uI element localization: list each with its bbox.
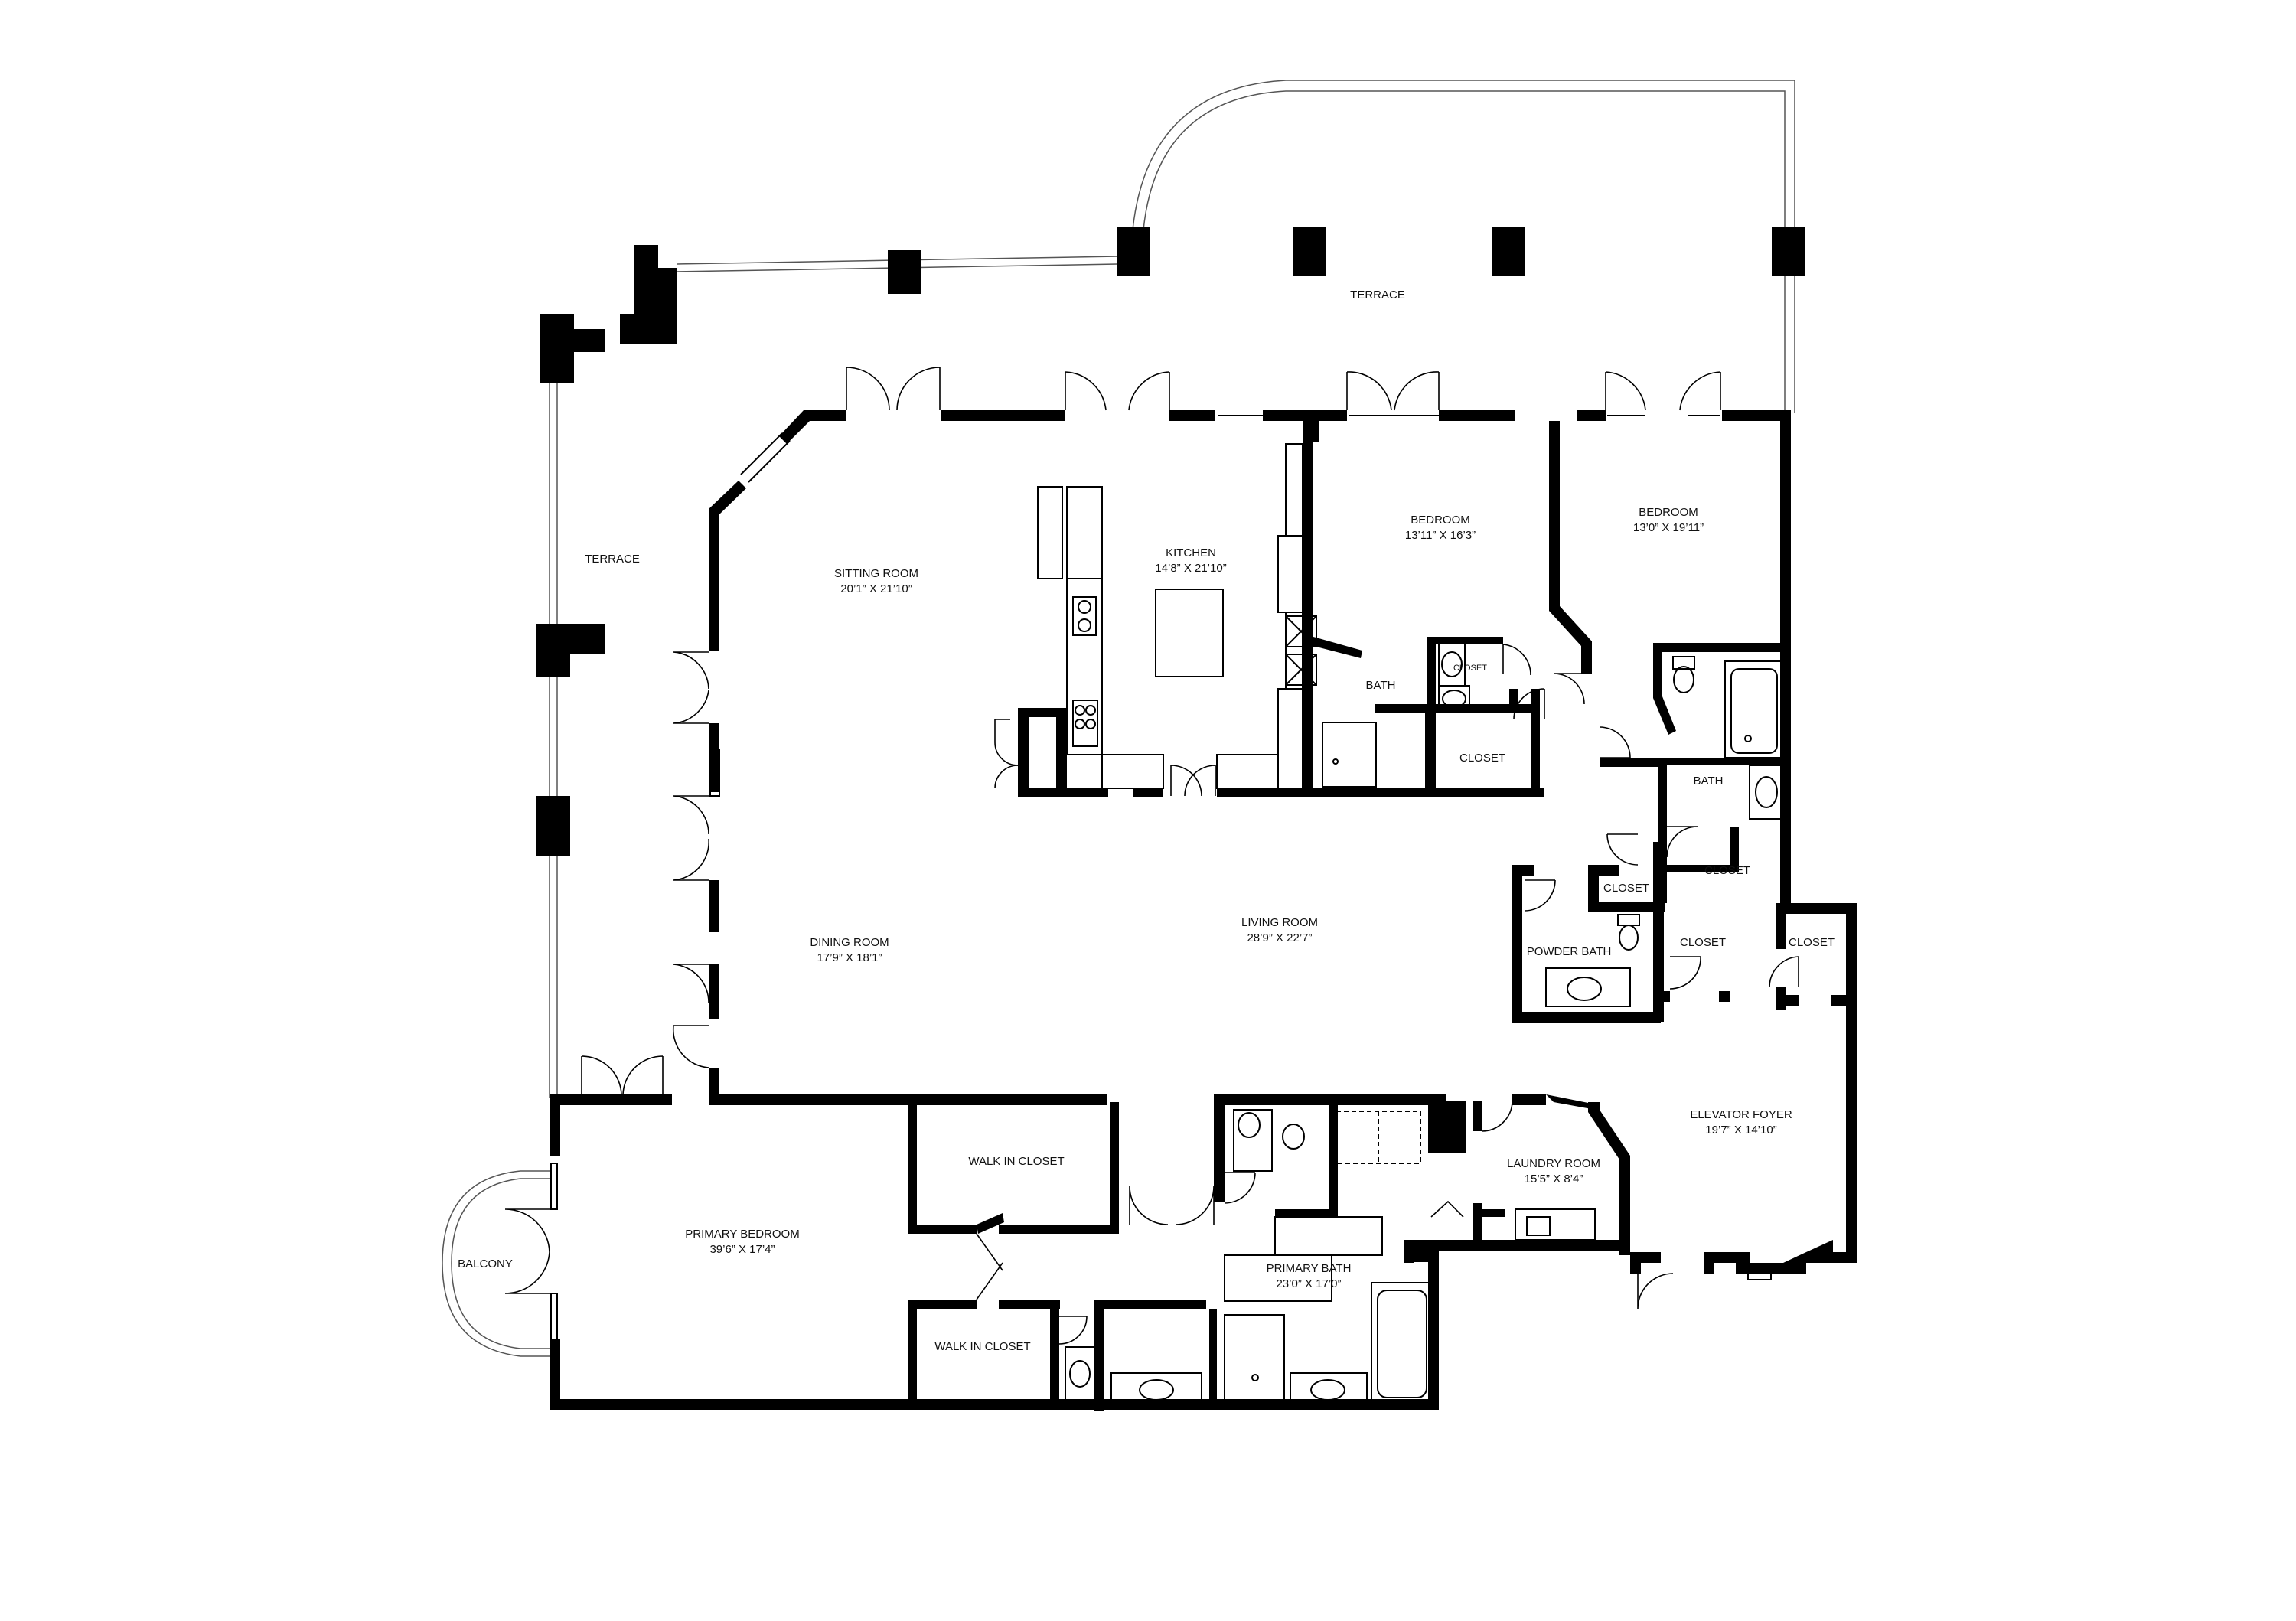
bedroom-1-dims: 13’11” X 16’3” — [1405, 529, 1476, 542]
primary-bedroom-dims: 39’6” X 17’4” — [709, 1243, 775, 1256]
dining-room-dims: 17’9” X 18’1” — [817, 951, 882, 964]
elevator-foyer-label: ELEVATOR FOYER — [1690, 1108, 1792, 1121]
bath-2-label: BATH — [1694, 775, 1724, 788]
kitchen-dims: 14’8” X 21’10” — [1155, 562, 1226, 575]
fixtures — [550, 415, 1784, 1409]
closet-foyer-2-label: CLOSET — [1789, 936, 1835, 949]
primary-bath-label: PRIMARY BATH — [1267, 1262, 1352, 1275]
elevator-foyer-dims: 19’7” X 14’10” — [1705, 1124, 1776, 1137]
sitting-room-label: SITTING ROOM — [834, 567, 918, 580]
living-room-label: LIVING ROOM — [1241, 916, 1318, 929]
door-swings — [504, 367, 1799, 1345]
balcony-label: BALCONY — [458, 1257, 513, 1270]
closet-foyer-1-label: CLOSET — [1680, 936, 1726, 949]
living-room-dims: 28’9” X 22’7” — [1247, 931, 1312, 944]
primary-bath-dims: 23’0” X 17’0” — [1276, 1277, 1341, 1290]
dining-room-label: DINING ROOM — [810, 936, 889, 949]
terrace-top-label: TERRACE — [1350, 289, 1405, 302]
kitchen-label: KITCHEN — [1166, 546, 1216, 559]
interior-walls — [908, 421, 1846, 1411]
bath-1-label: BATH — [1366, 679, 1396, 692]
walk-in-closet-1-label: WALK IN CLOSET — [968, 1155, 1064, 1168]
terrace-left-label: TERRACE — [585, 553, 640, 566]
balcony-railing — [442, 1170, 550, 1357]
primary-bedroom-label: PRIMARY BEDROOM — [685, 1228, 799, 1241]
sitting-room-dims: 20’1” X 21’10” — [840, 582, 912, 595]
closet-bed2-label: CLOSET — [1704, 864, 1750, 877]
closet-bed1-label: CLOSET — [1459, 752, 1505, 765]
closet-small-label: CLOSET — [1453, 664, 1487, 673]
bedroom-2-label: BEDROOM — [1639, 506, 1698, 519]
powder-bath-label: POWDER BATH — [1527, 945, 1612, 958]
terrace-columns — [536, 227, 1805, 856]
laundry-room-label: LAUNDRY ROOM — [1507, 1157, 1600, 1170]
closet-hall-label: CLOSET — [1603, 882, 1649, 895]
bedroom-1-label: BEDROOM — [1411, 514, 1470, 527]
room-labels: TERRACE TERRACE SITTING ROOM 20’1” X 21’… — [458, 289, 1835, 1353]
bedroom-2-dims: 13’0” X 19’11” — [1633, 521, 1704, 534]
laundry-room-dims: 15’5” X 8’4” — [1525, 1173, 1583, 1186]
walk-in-closet-2-label: WALK IN CLOSET — [934, 1340, 1030, 1353]
